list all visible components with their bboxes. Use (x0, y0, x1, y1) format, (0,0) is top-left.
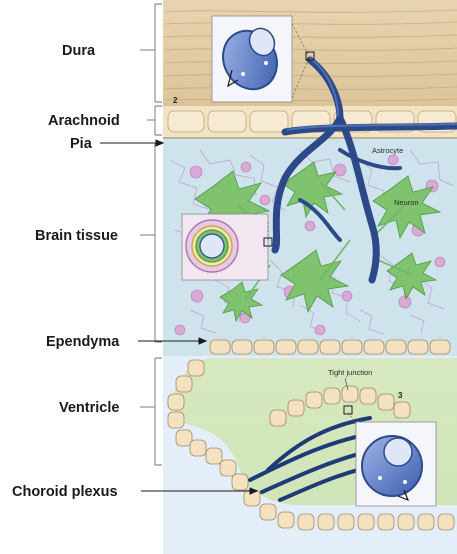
label-dura: Dura (62, 43, 96, 59)
astrocyte-annotation: Astrocyte (372, 146, 403, 155)
ependyma-cells (209, 339, 451, 355)
choroid-epithelial-cells (167, 359, 455, 531)
astrocyte-cells (194, 161, 442, 323)
blood-vessels (271, 56, 457, 284)
label-brain-tissue: Brain tissue (35, 228, 118, 244)
dura-vessel-inset (211, 15, 315, 103)
label-arrows (100, 139, 259, 495)
tight-junction-annotation: Tight junction (328, 368, 372, 377)
label-arachnoid: Arachnoid (48, 113, 120, 129)
neuron-annotation: Neuron (394, 198, 419, 207)
label-ependyma: Ependyma (46, 334, 120, 350)
label-brackets (140, 3, 162, 466)
label-ventricle: Ventricle (59, 400, 119, 416)
marker-3: 3 (398, 391, 403, 400)
dura-layer (163, 0, 457, 106)
label-choroid-plexus: Choroid plexus (12, 484, 118, 500)
choroid-vessel-inset (343, 405, 437, 507)
label-pia: Pia (70, 136, 93, 152)
brain-capillary-inset (181, 213, 273, 281)
marker-2: 2 (173, 96, 178, 105)
